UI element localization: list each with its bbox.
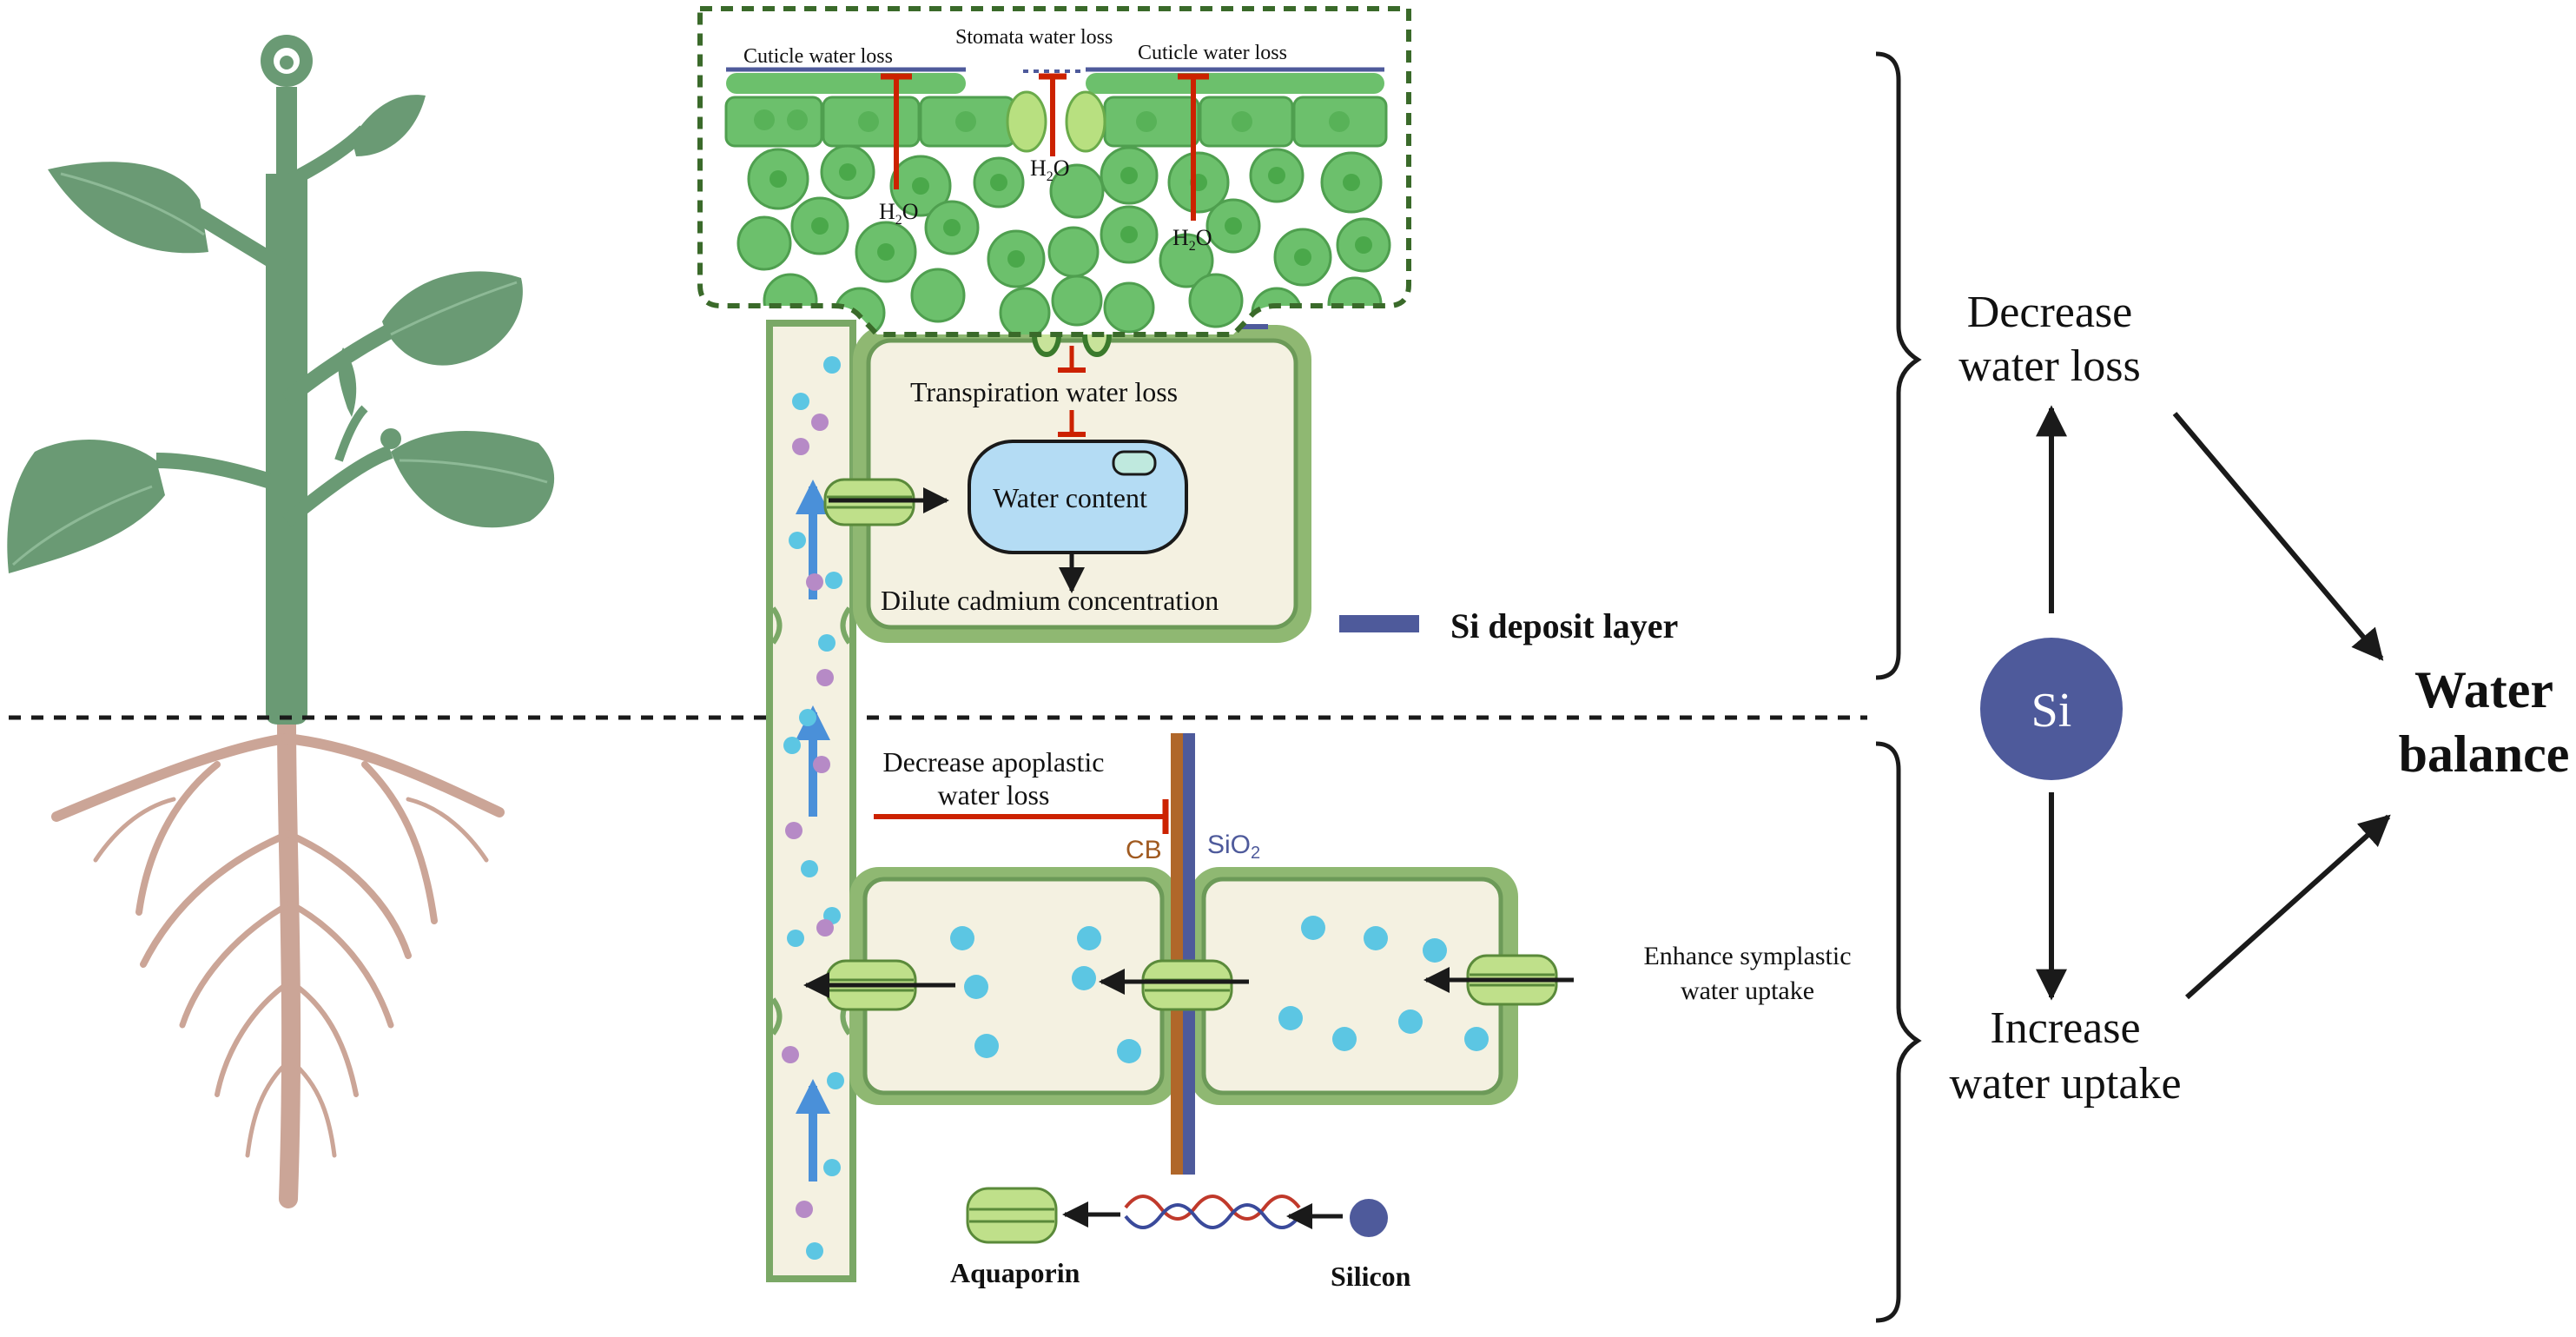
transpiration-water-loss-label: Transpiration water loss (910, 376, 1178, 407)
aquaporin-icon (966, 1187, 1058, 1244)
leaf-surface-magnified: Cuticle water loss Stomata water loss Cu… (697, 6, 1411, 337)
root-cells (849, 733, 1518, 1175)
si-deposit-legend-swatch (1339, 615, 1419, 632)
stomata-water-loss-label: Stomata water loss (955, 26, 1113, 49)
decrease-water-loss-label-2: water loss (1958, 341, 2140, 391)
aquaporin-root-middle (1141, 959, 1233, 1011)
cb-label: CB (1126, 836, 1162, 864)
plant-leaf-veins (12, 172, 548, 566)
h2o-label-2: H2O (1030, 156, 1070, 184)
si-label: Si (2031, 684, 2072, 738)
leaf-mesophyll-cell: Transpiration water loss Water content D… (853, 314, 1311, 643)
enhance-symplastic-label-1: Enhance symplastic (1643, 942, 1851, 970)
enhance-symplastic-label-2: water uptake (1681, 976, 1814, 1005)
h2o-label-3: H2O (1172, 225, 1212, 254)
si-circle (1980, 638, 2123, 780)
solute-molecules (782, 414, 834, 1218)
decrease-apoplastic-label-1: Decrease apoplastic (883, 746, 1105, 778)
silicon-label: Silicon (1331, 1261, 1411, 1292)
vacuole-icon (968, 440, 1188, 554)
silicon-icon (1350, 1199, 1388, 1237)
upper-brace (1875, 51, 1922, 680)
plant-roots (51, 712, 505, 1208)
lower-brace (1875, 741, 1922, 1323)
xylem-vessel (766, 320, 856, 1282)
plant-bud (380, 428, 401, 449)
increase-water-uptake-label-1: Increase (1990, 1003, 2140, 1053)
water-balance-label-1: Water (2414, 661, 2553, 718)
aquaporin-label: Aquaporin (950, 1257, 1080, 1288)
water-molecules (783, 356, 844, 1260)
increase-water-uptake-label-2: water uptake (1949, 1059, 2181, 1109)
plant-illustration (7, 35, 555, 1208)
h2o-label-1: H2O (879, 199, 919, 228)
water-content-label: Water content (993, 482, 1147, 513)
si-deposit-layer-label: Si deposit layer (1450, 606, 1678, 645)
dna-strand-icon (1124, 1195, 1301, 1229)
dilute-cadmium-label: Dilute cadmium concentration (881, 585, 1219, 616)
water-balance-label-2: balance (2399, 725, 2570, 783)
cuticle-water-loss-right-label: Cuticle water loss (1138, 42, 1287, 64)
cuticle-water-loss-left-label: Cuticle water loss (743, 45, 893, 68)
sio2-label: SiO2 (1207, 831, 1260, 863)
decrease-apoplastic-label-2: water loss (938, 779, 1050, 811)
decrease-water-loss-label-1: Decrease (1967, 288, 2133, 337)
